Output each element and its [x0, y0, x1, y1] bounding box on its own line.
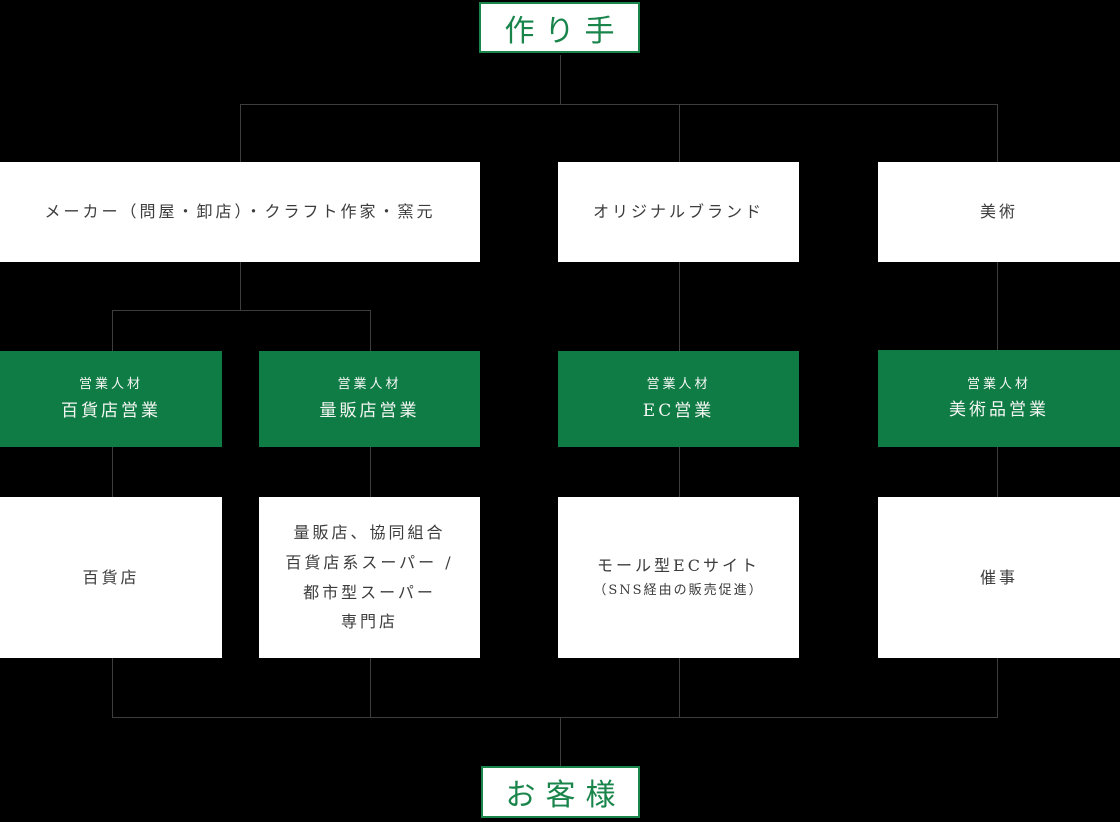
sales-role-label: 営業人材	[78, 377, 143, 393]
channel-department-store-label: 百貨店	[82, 567, 140, 587]
node-sales-mass-retail: 営業人材 量販店営業	[259, 351, 480, 447]
fine-art-label: 美術	[979, 202, 1018, 221]
connector-dept-bottom-drop	[112, 658, 113, 717]
connector-mass-sales-drop	[370, 310, 371, 351]
connector-ec-bottom-drop	[679, 658, 680, 717]
channel-mass-retail-line: 百貨店系スーパー /	[285, 552, 454, 572]
node-channel-events: 催事	[878, 497, 1120, 658]
connector-top-horizontal	[240, 104, 998, 105]
node-channel-mass-retail: 量販店、協同組合 百貨店系スーパー / 都市型スーパー 専門店	[259, 497, 480, 658]
connector-maker-drop	[240, 104, 241, 162]
connector-bottom-horizontal	[112, 717, 998, 718]
connector-art-bottom-drop	[997, 658, 998, 717]
connector-mass-channel-drop	[370, 447, 371, 497]
connector-maker-split-horizontal	[112, 310, 371, 311]
sales-dept-label: 美術品営業	[949, 400, 1049, 421]
makers-title-label: 作り手	[504, 13, 625, 49]
sales-dept-label: 百貨店営業	[61, 400, 161, 421]
connector-art-channel-drop	[997, 447, 998, 497]
node-makers-title: 作り手	[479, 2, 640, 53]
maker-craft-label: メーカー（問屋・卸店）・クラフト作家・窯元	[44, 202, 436, 221]
sales-role-label: 営業人材	[646, 377, 711, 393]
channel-events-label: 催事	[979, 567, 1018, 587]
original-brand-label: オリジナルブランド	[592, 202, 764, 221]
connector-ec-channel-drop	[679, 447, 680, 497]
connector-maker-split-vertical	[240, 262, 241, 310]
channel-mass-retail-line: 専門店	[340, 612, 398, 632]
connector-top-vertical	[560, 55, 561, 104]
connector-bottom-vertical	[560, 717, 561, 766]
sales-dept-label: EC営業	[642, 400, 715, 421]
connector-art-sales-drop	[997, 262, 998, 351]
connector-dept-channel-drop	[112, 447, 113, 497]
connector-mass-bottom-drop	[370, 658, 371, 717]
sales-role-label: 営業人材	[337, 377, 402, 393]
channel-mass-retail-line: 都市型スーパー	[303, 582, 436, 602]
node-channel-department-store: 百貨店	[0, 497, 222, 658]
node-channel-ec-mall: モール型ECサイト （SNS経由の販売促進）	[558, 497, 799, 658]
connector-art-drop	[997, 104, 998, 162]
node-maker-craft: メーカー（問屋・卸店）・クラフト作家・窯元	[0, 162, 480, 262]
connector-dept-sales-drop	[112, 310, 113, 351]
node-sales-department-store: 営業人材 百貨店営業	[0, 351, 222, 447]
node-sales-ec: 営業人材 EC営業	[558, 351, 799, 447]
node-customers-title: お客様	[481, 766, 640, 818]
sales-dept-label: 量販店営業	[319, 400, 420, 421]
node-fine-art: 美術	[878, 162, 1120, 262]
node-original-brand: オリジナルブランド	[558, 162, 799, 262]
channel-mass-retail-line: 量販店、協同組合	[293, 523, 446, 543]
connector-ec-sales-drop	[679, 262, 680, 351]
sales-role-label: 営業人材	[966, 376, 1031, 392]
channel-ec-mall-line: モール型ECサイト	[597, 556, 760, 576]
node-sales-fine-art: 営業人材 美術品営業	[878, 350, 1120, 447]
customers-title-label: お客様	[505, 778, 626, 813]
channel-ec-mall-subline: （SNS経由の販売促進）	[593, 583, 764, 599]
connector-brand-drop	[679, 104, 680, 162]
